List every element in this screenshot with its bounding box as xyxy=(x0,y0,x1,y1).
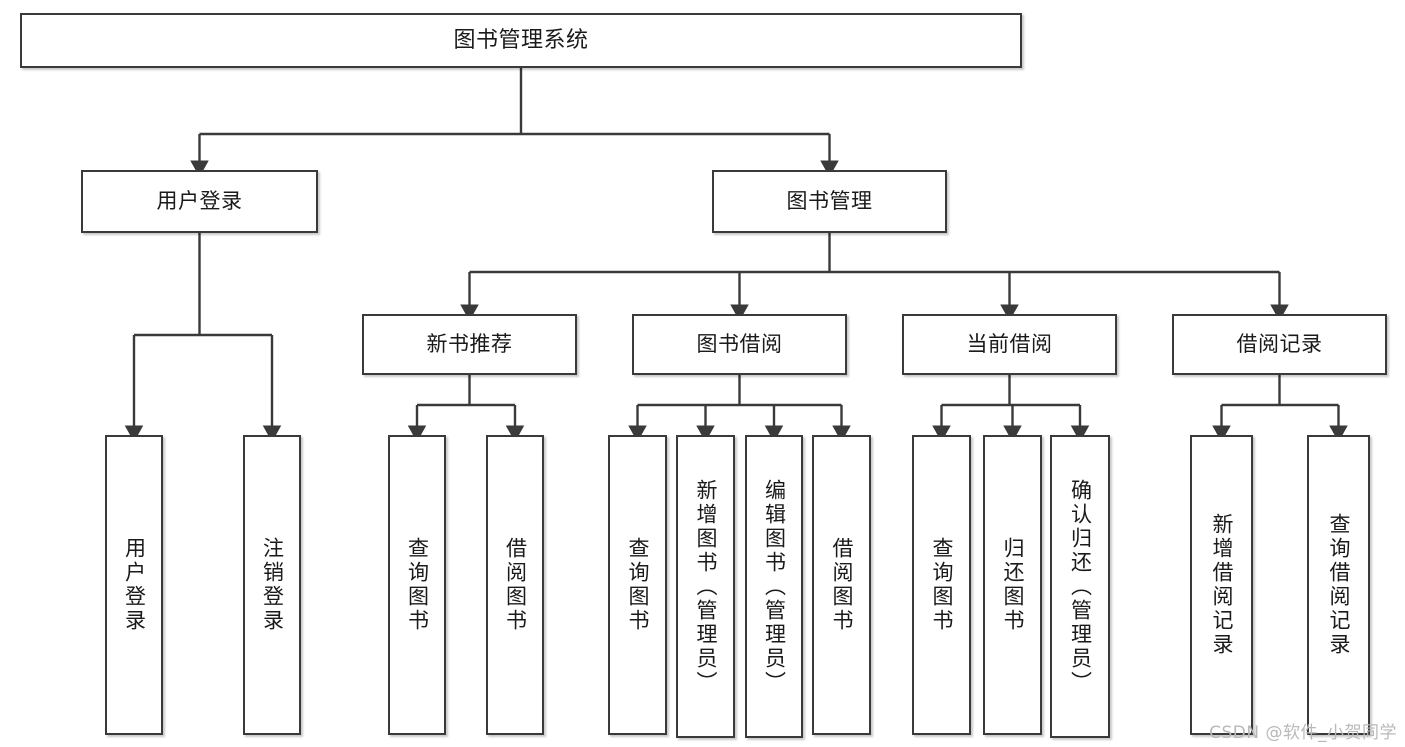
node-label: 查询图书 xyxy=(930,537,955,633)
node-leaf-borrow-2[interactable]: 新增图书（管理员） xyxy=(676,435,735,738)
node-label: 当前借阅 xyxy=(966,332,1053,357)
node-label: 用户登录 xyxy=(122,537,147,633)
node-leaf-cur-2[interactable]: 归还图书 xyxy=(983,435,1042,735)
node-label: 编辑图书（管理员） xyxy=(762,478,787,695)
node-login[interactable]: 用户登录 xyxy=(81,170,318,233)
node-leaf-login-2[interactable]: 注销登录 xyxy=(243,435,301,735)
node-leaf-borrow-1[interactable]: 查询图书 xyxy=(608,435,667,735)
node-label: 图书借阅 xyxy=(696,332,783,357)
node-leaf-borrow-3[interactable]: 编辑图书（管理员） xyxy=(745,435,803,738)
node-leaf-rec-1[interactable]: 新增借阅记录 xyxy=(1190,435,1253,735)
node-label: 查询借阅记录 xyxy=(1327,513,1352,657)
node-label: 图书管理 xyxy=(786,189,873,214)
node-leaf-login-1[interactable]: 用户登录 xyxy=(105,435,163,735)
node-label: 新书推荐 xyxy=(426,332,513,357)
node-label: 用户登录 xyxy=(156,189,243,214)
node-label: 确认归还（管理员） xyxy=(1068,478,1093,695)
node-newbook[interactable]: 新书推荐 xyxy=(362,314,577,375)
connector-lines xyxy=(124,68,1348,443)
node-label: 查询图书 xyxy=(626,537,651,633)
node-label: 注销登录 xyxy=(260,537,285,633)
node-leaf-new-2[interactable]: 借阅图书 xyxy=(486,435,544,735)
node-leaf-borrow-4[interactable]: 借阅图书 xyxy=(812,435,871,735)
node-label: 借阅图书 xyxy=(830,537,855,633)
node-leaf-cur-1[interactable]: 查询图书 xyxy=(912,435,971,735)
node-bookmgmt[interactable]: 图书管理 xyxy=(712,170,947,233)
node-label: 新增借阅记录 xyxy=(1210,513,1235,657)
node-root[interactable]: 图书管理系统 xyxy=(20,13,1022,68)
node-label: 新增图书（管理员） xyxy=(694,478,719,695)
node-leaf-rec-2[interactable]: 查询借阅记录 xyxy=(1307,435,1370,735)
node-label: 借阅记录 xyxy=(1236,332,1323,357)
node-label: 图书管理系统 xyxy=(453,27,589,53)
node-label: 归还图书 xyxy=(1001,537,1026,633)
node-label: 查询图书 xyxy=(405,537,430,633)
node-leaf-new-1[interactable]: 查询图书 xyxy=(388,435,446,735)
node-leaf-cur-3[interactable]: 确认归还（管理员） xyxy=(1050,435,1110,738)
node-records[interactable]: 借阅记录 xyxy=(1172,314,1387,375)
node-borrow[interactable]: 图书借阅 xyxy=(632,314,847,375)
node-label: 借阅图书 xyxy=(503,537,528,633)
node-current[interactable]: 当前借阅 xyxy=(902,314,1117,375)
